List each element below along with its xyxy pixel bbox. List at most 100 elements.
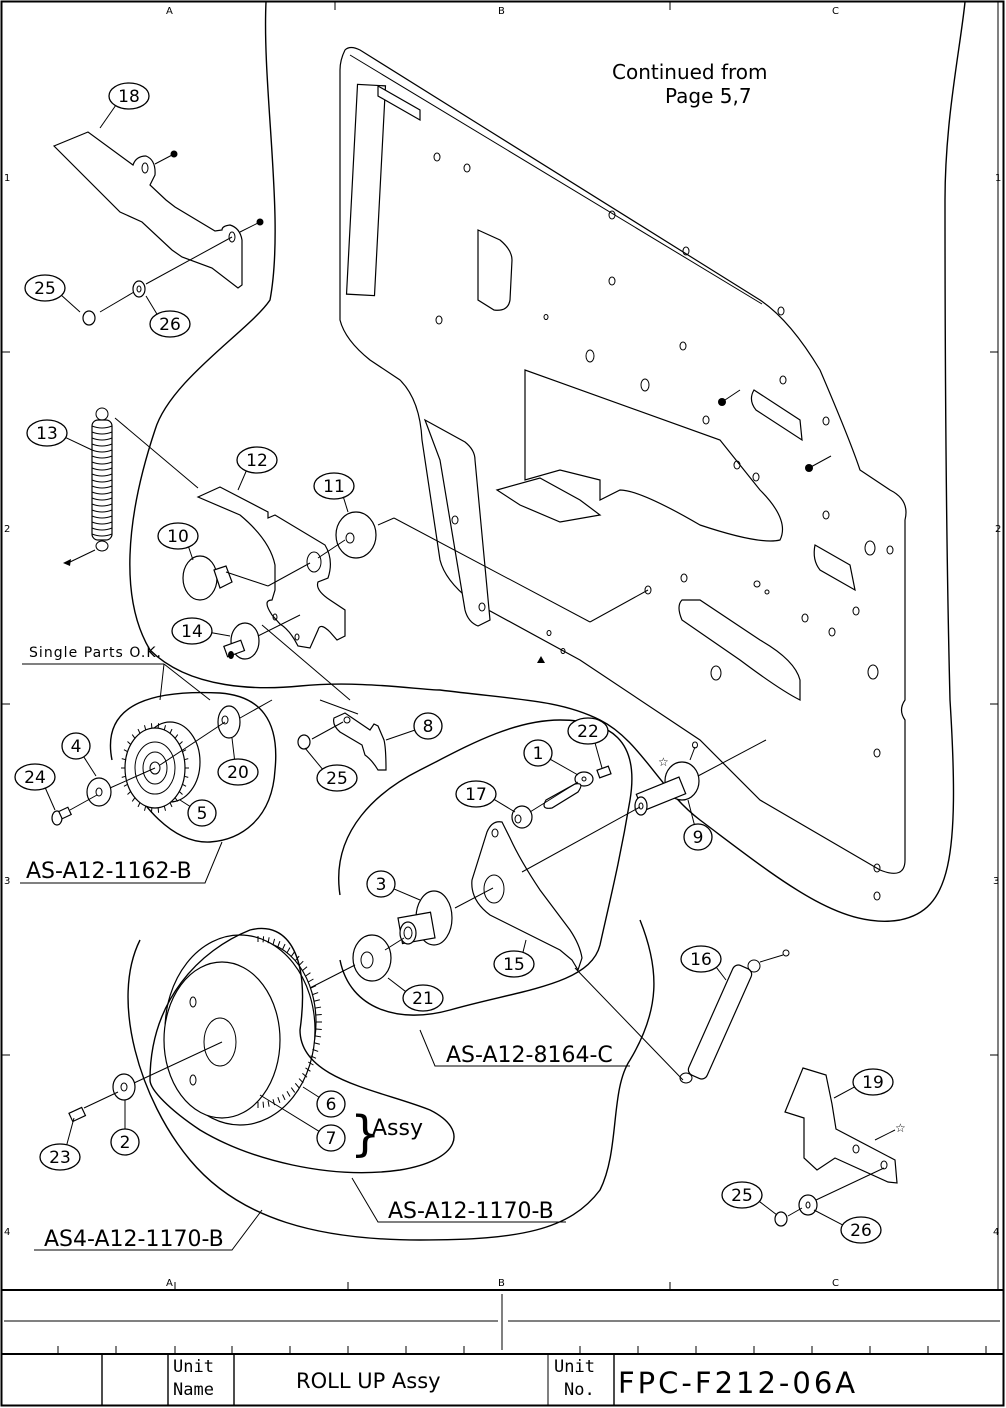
balloon-leader [211,632,231,637]
balloon-leader [493,799,516,813]
balloon-5: 5 [179,799,217,827]
grid-labels: A B C 1 2 3 4 1 2 3 4 A B C [4,6,1001,1289]
balloon-1: 1 [523,739,579,776]
grid-col-b-bottom: B [498,1278,505,1289]
unit-no-label-2: No. [564,1380,595,1400]
balloon-leader [522,939,527,953]
gear-tooth [137,802,141,808]
balloon-leader [61,294,81,313]
gear-tooth [121,758,126,761]
brace-6-7: } [350,1106,381,1162]
balloon-outline [493,950,535,978]
spring-coil [91,491,113,495]
part-4-washer [86,767,156,807]
balloon-leader [387,977,406,992]
balloon-leader [687,799,695,825]
gear-tooth [144,725,147,731]
balloon-number: 26 [850,1221,872,1241]
balloon-outline [413,712,443,740]
balloon-leader [83,756,97,777]
gear-tooth [137,728,141,734]
balloon-outline [567,717,609,745]
single-parts-leader-1 [159,663,165,701]
assy-label-as4-1170: AS4-A12-1170-B [44,1227,224,1252]
gear-tooth [294,1082,300,1089]
assy-label-8164-leader [419,1029,630,1067]
grid-col-a-top: A [166,6,173,17]
balloon-25: 25 [24,274,81,313]
spring-coil [91,431,113,435]
balloon-number: 10 [167,527,189,547]
part-3-collar [397,887,494,946]
grid-row-2-left: 2 [4,524,10,535]
gear-tooth [286,1091,291,1097]
balloon-leader [550,758,579,776]
gear-tooth [302,1073,308,1078]
assy-label-1162: AS-A12-1162-B [26,859,192,884]
balloon-outline [316,1124,346,1152]
part-6-7-gear-assy [163,934,322,1126]
part-13-spring [63,407,199,566]
balloon-14: 14 [171,617,231,645]
balloon-22: 22 [567,717,609,769]
gear-tooth [178,741,183,745]
gear-tooth [302,966,308,971]
region-boundary-plate [129,1,966,922]
balloon-outline [110,1128,140,1156]
gear-tooth [169,802,173,808]
gear-tooth [123,749,128,753]
single-parts-leader-2 [163,663,211,701]
spring-coil [91,533,113,537]
balloon-leader [44,787,56,811]
grid-row-4-right: 4 [993,1227,999,1238]
gear-tooth [182,783,187,787]
balloon-number: 12 [246,451,268,471]
spring-coil [91,449,113,453]
gear-tooth [184,758,189,761]
gear-tooth [310,1055,317,1059]
grid-ticks [2,2,998,1290]
balloon-19: 19 [833,1068,894,1099]
balloon-7: 7 [259,1094,346,1152]
balloon-leader [99,105,116,129]
balloon-outline [523,739,553,767]
grid-row-1-left: 1 [4,173,10,184]
grid-row-4-left: 4 [4,1227,10,1238]
gear-tooth [262,1101,265,1108]
balloon-number: 21 [412,989,434,1009]
balloon-outline [157,522,199,550]
part-19-bracket: ☆ [774,1067,906,1227]
balloon-outline [683,823,713,851]
balloon-leader [66,1117,75,1145]
balloon-3: 3 [366,870,421,901]
grid-col-c-bottom: C [832,1278,839,1289]
balloon-8: 8 [385,712,443,741]
spring-coil [91,515,113,519]
gear-tooth [262,936,265,943]
gear-tooth [169,728,173,734]
gear-tooth [184,775,189,778]
balloon-2: 2 [110,1100,140,1156]
gear-tooth [182,749,187,753]
part-23-screw [68,1091,119,1123]
spring-coil [91,485,113,489]
spring-coil [91,527,113,531]
balloon-16: 16 [680,945,727,981]
balloon-25: 25 [721,1181,778,1216]
balloon-number: 11 [323,477,345,497]
star-marker-19: ☆ [895,1121,906,1135]
gear-tooth [282,943,286,950]
gear-tooth [127,791,132,795]
gear-tooth [315,1006,322,1009]
part-18-bracket [52,131,264,289]
spring-coil [91,443,113,447]
grid-col-b-top: B [498,6,505,17]
assy-1170-inner-boundary [149,927,455,1174]
balloon-24: 24 [14,763,56,811]
gear-tooth [267,937,270,944]
gear-tooth [312,1048,319,1052]
part-2-washer [112,1041,223,1101]
gear-tooth [121,775,126,778]
axis-line-20 [159,721,226,766]
